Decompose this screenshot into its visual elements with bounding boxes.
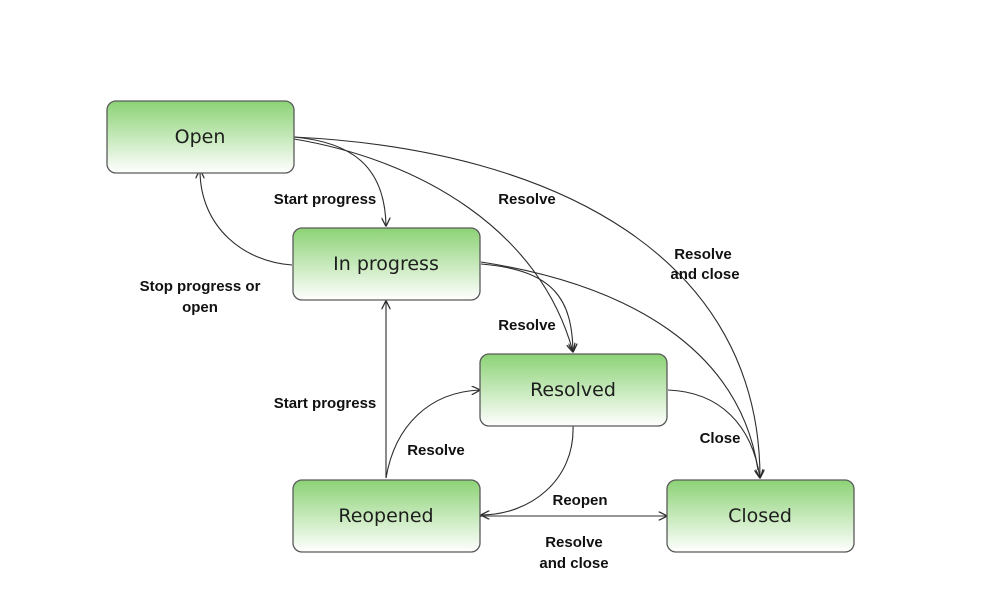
edge-in-progress-to-resolved: [480, 263, 573, 352]
label-close-from-resolved: Close: [700, 430, 741, 447]
state-label: Open: [175, 126, 226, 148]
label-reopen: Reopen: [552, 492, 607, 509]
label-resolve-from-in-progress: Resolve: [498, 317, 556, 334]
label-resolve-from-reopened: Resolve: [407, 442, 465, 459]
state-label: Resolved: [530, 379, 616, 401]
state-label: Closed: [728, 505, 792, 527]
label-resolve-and-close-from-reopened-line2: and close: [539, 555, 608, 572]
edge-open-to-in-progress: [293, 136, 386, 226]
edge-resolved-to-closed: [667, 389, 760, 478]
state-open[interactable]: Open: [106, 100, 295, 174]
label-start-progress-from-reopened: Start progress: [274, 395, 377, 412]
edge-in-progress-to-closed: [480, 261, 759, 471]
state-closed[interactable]: Closed: [666, 479, 855, 553]
label-resolve-and-close-from-open-line2: and close: [670, 266, 739, 283]
edge-open-to-closed: [293, 136, 760, 478]
state-label: Reopened: [338, 505, 433, 527]
label-stop-progress-line2: open: [182, 299, 218, 316]
label-start-progress-from-open: Start progress: [274, 191, 377, 208]
label-resolve-from-open: Resolve: [498, 191, 556, 208]
edge-in-progress-to-open: [200, 170, 293, 266]
state-resolved[interactable]: Resolved: [479, 353, 668, 427]
label-resolve-and-close-from-open-line1: Resolve: [674, 246, 732, 263]
state-reopened[interactable]: Reopened: [292, 479, 481, 553]
state-in-progress[interactable]: In progress: [292, 227, 481, 301]
state-label: In progress: [333, 253, 439, 275]
label-resolve-and-close-from-reopened-line1: Resolve: [545, 534, 603, 551]
label-stop-progress-line1: Stop progress or: [140, 278, 261, 295]
edge-open-to-resolved: [293, 138, 573, 352]
edge-reopened-to-resolved: [385, 390, 480, 479]
